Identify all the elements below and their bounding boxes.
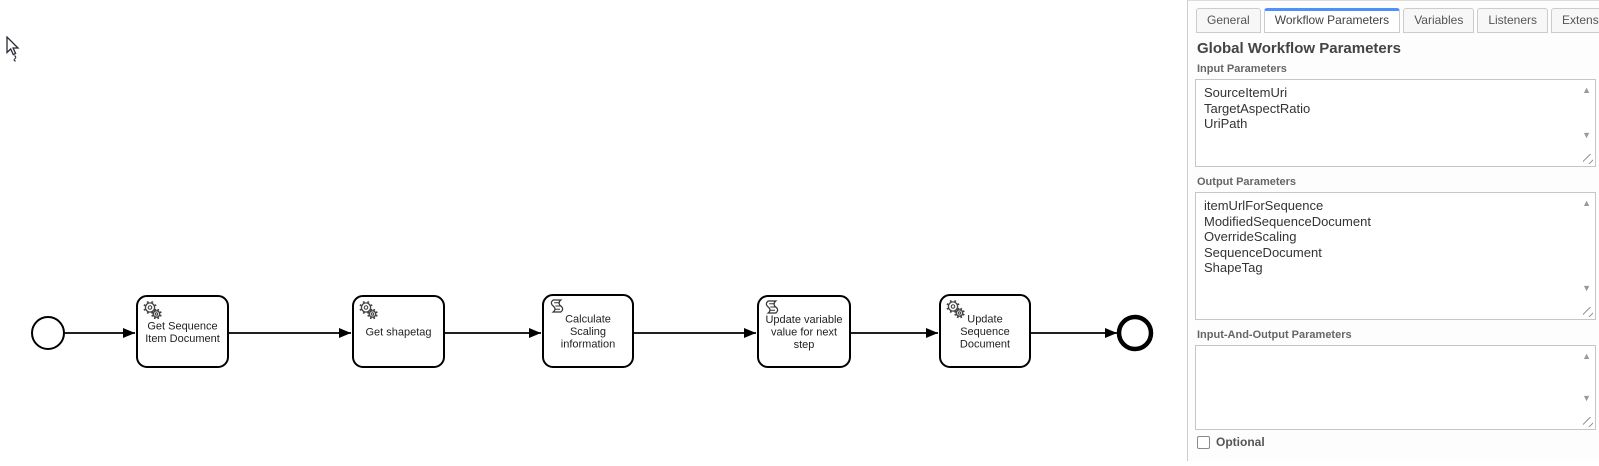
tab-listeners[interactable]: Listeners	[1477, 8, 1549, 33]
resize-grip-icon[interactable]	[1583, 154, 1593, 164]
tab-variables[interactable]: Variables	[1403, 8, 1475, 33]
parameter-item[interactable]: SourceItemUri	[1204, 85, 1288, 100]
service-task-gears-icon	[946, 299, 965, 319]
service-task-gears-icon	[359, 300, 378, 320]
parameter-item[interactable]: TargetAspectRatio	[1204, 100, 1311, 116]
section-label-output-parameters: Output Parameters	[1197, 176, 1297, 188]
resize-grip-icon[interactable]	[1583, 417, 1593, 427]
section-label-input-and-output-parameters: Input-And-Output Parameters	[1197, 329, 1352, 341]
resize-grip-icon[interactable]	[1583, 307, 1593, 317]
parameter-item[interactable]: ModifiedSequenceDocument	[1204, 213, 1371, 229]
parameter-item[interactable]: OverrideScaling	[1204, 229, 1297, 244]
task-shape-update-variable-value-for-next-step[interactable]	[757, 295, 851, 368]
parameter-item[interactable]: ShapeTag	[1204, 260, 1263, 275]
parameter-item[interactable]: SequenceDocument	[1204, 244, 1322, 260]
task-shape-calculate-scaling-information[interactable]	[542, 294, 634, 368]
script-task-scroll-icon	[550, 299, 564, 313]
tab-workflow-parameters[interactable]: Workflow Parameters	[1263, 8, 1401, 33]
tab-general[interactable]: General	[1196, 8, 1261, 33]
scroll-up-icon[interactable]: ▲	[1582, 198, 1591, 208]
scroll-down-icon[interactable]: ▼	[1582, 130, 1591, 140]
optional-checkbox[interactable]	[1197, 435, 1210, 449]
optional-label: Optional	[1216, 435, 1265, 449]
task-label: Get shapetag	[365, 327, 431, 339]
mouse-cursor-icon	[6, 36, 20, 62]
tab-extensions[interactable]: Extensions	[1551, 8, 1599, 33]
section-label-input-parameters: Input Parameters	[1197, 63, 1287, 75]
task-get-shapetag: Get shapetag	[352, 295, 445, 368]
scroll-up-icon[interactable]: ▲	[1582, 351, 1591, 361]
parameter-item[interactable]: UriPath	[1204, 116, 1248, 131]
script-task-scroll-icon	[765, 300, 779, 314]
scroll-up-icon[interactable]: ▲	[1582, 85, 1591, 95]
scroll-down-icon[interactable]: ▼	[1582, 393, 1591, 403]
end-event[interactable]	[1116, 314, 1154, 352]
textarea-input-and-output-parameters[interactable]: ▲▼	[1195, 345, 1596, 430]
parameter-item[interactable]: itemUrlForSequence	[1204, 198, 1324, 213]
start-event[interactable]	[31, 316, 65, 350]
service-task-gears-icon	[143, 300, 162, 320]
scroll-down-icon[interactable]: ▼	[1582, 283, 1591, 293]
parameter-list	[1196, 346, 1577, 351]
panel-heading: Global Workflow Parameters	[1197, 40, 1401, 57]
optional-row: Optional	[1197, 435, 1265, 449]
